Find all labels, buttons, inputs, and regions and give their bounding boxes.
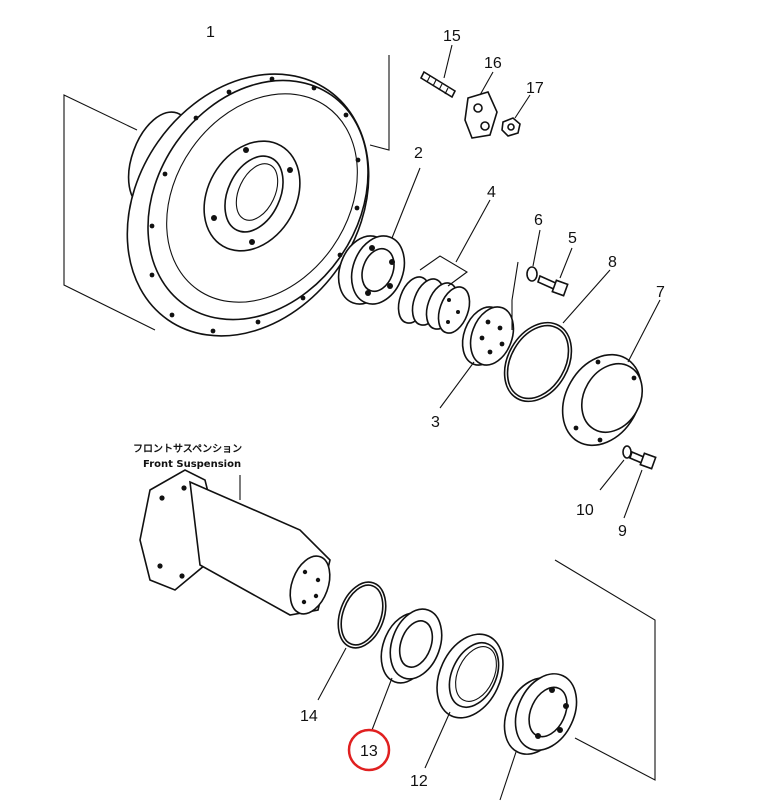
part-label-6[interactable]: 6: [534, 212, 543, 229]
part-label-8[interactable]: 8: [608, 254, 617, 271]
cover-part-7: [561, 299, 661, 447]
part-label-15[interactable]: 15: [443, 28, 461, 45]
part-label-12[interactable]: 12: [410, 773, 428, 790]
part-label-7[interactable]: 7: [656, 284, 665, 301]
front-suspension-shaft: [139, 469, 331, 616]
part-label-4[interactable]: 4: [487, 184, 496, 201]
part-label-13[interactable]: 13: [360, 743, 378, 760]
o-ring-part-8: [503, 269, 611, 403]
caption-english: Front Suspension: [143, 459, 241, 470]
race-part-12: [424, 633, 504, 769]
o-ring-part-14: [317, 581, 387, 701]
plate-part-3: [439, 306, 515, 409]
part-label-5[interactable]: 5: [568, 230, 577, 247]
bolt-part-9: [623, 450, 657, 519]
part-label-3[interactable]: 3: [431, 414, 440, 431]
part-label-16[interactable]: 16: [484, 55, 502, 72]
part-label-9[interactable]: 9: [618, 523, 627, 540]
highlight-ring: [347, 728, 391, 772]
washer-part-10: [599, 445, 632, 491]
bearing-part-2: [337, 167, 421, 305]
housing-part-1: [63, 55, 390, 337]
seal-part-13: [371, 608, 443, 731]
part-label-1[interactable]: 1: [206, 24, 215, 41]
shims-part-4: [397, 199, 491, 334]
part-label-14[interactable]: 14: [300, 708, 318, 725]
bolt-part-5: [537, 247, 573, 297]
lock-plate-part-16: [464, 71, 498, 139]
part-label-2[interactable]: 2: [414, 145, 423, 162]
washer-part-6: [511, 229, 541, 330]
caption-japanese: フロントサスペンション: [133, 443, 242, 455]
part-label-10[interactable]: 10: [576, 502, 594, 519]
stud-part-15: [419, 44, 457, 99]
nut-part-17: [501, 94, 531, 137]
bearing-lower: [499, 559, 656, 801]
part-label-17[interactable]: 17: [526, 80, 544, 97]
